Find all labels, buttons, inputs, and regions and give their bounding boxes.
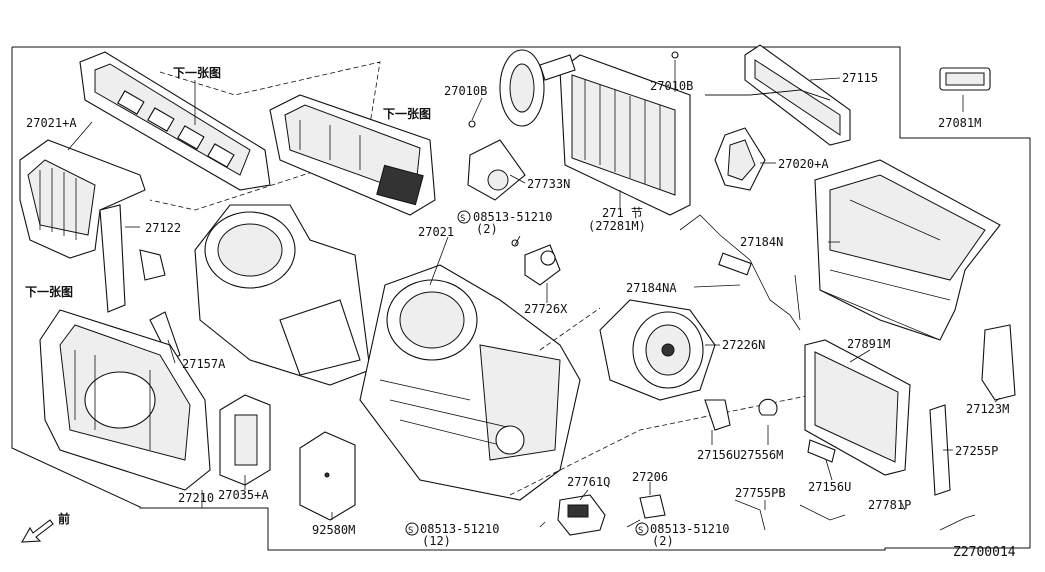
label-27156u-2: 27156U bbox=[808, 480, 851, 494]
label-27081m: 27081M bbox=[938, 116, 981, 130]
label-27755pb: 27755PB bbox=[735, 486, 786, 500]
label-27010b-2: 27010B bbox=[650, 79, 693, 93]
heater-core-271-part bbox=[559, 54, 691, 216]
label-27733n: 27733N bbox=[527, 177, 570, 191]
upper-case-part bbox=[269, 94, 436, 216]
label-27122: 27122 bbox=[145, 221, 181, 235]
dashed-line-main2 bbox=[539, 307, 601, 351]
dashed-group-box bbox=[149, 61, 381, 211]
label-27010b-1: 27010B bbox=[444, 84, 487, 98]
label-27035a: 27035+A bbox=[218, 488, 269, 502]
pad-92580m-part bbox=[299, 431, 356, 521]
resistor-27761q-part bbox=[557, 494, 606, 536]
evaporator-27115-part bbox=[705, 44, 851, 146]
label-27281m: (27281M) bbox=[588, 219, 646, 233]
label-screw-c: 08513-51210 bbox=[650, 522, 729, 536]
plate-27122-part bbox=[99, 204, 166, 313]
bracket-27123m-part bbox=[981, 324, 1016, 401]
label-27123m: 27123M bbox=[966, 402, 1009, 416]
label-27021a: 27021+A bbox=[26, 116, 77, 130]
label-screw-b: 08513-51210 bbox=[420, 522, 499, 536]
main-case-27021-part bbox=[359, 264, 581, 501]
label-screw-qty-a: (2) bbox=[476, 222, 498, 236]
dashed-line-main bbox=[509, 384, 861, 496]
label-screw-qty-c: (2) bbox=[652, 534, 674, 548]
clip-27556m-part bbox=[758, 398, 778, 416]
label-27726x: 27726X bbox=[524, 302, 568, 316]
cable-27781p-part bbox=[939, 514, 976, 531]
label-27115: 27115 bbox=[842, 71, 878, 85]
label-27206: 27206 bbox=[632, 470, 668, 484]
left-blower-case-part bbox=[194, 204, 371, 386]
label-screw-qty-b: (12) bbox=[422, 534, 451, 548]
foam-27035a-part bbox=[219, 394, 271, 486]
leader-lines bbox=[67, 60, 1001, 528]
label-27020a: 27020+A bbox=[778, 157, 829, 171]
filter-housing-27184n-part bbox=[814, 159, 1001, 341]
sensor-27726x-part bbox=[511, 239, 561, 286]
label-27156u-1: 27156U bbox=[697, 448, 740, 462]
label-next-view-2: 下一张图 bbox=[383, 106, 431, 121]
clip-27156u-part bbox=[704, 399, 731, 431]
frame-border bbox=[11, 46, 1031, 551]
label-next-view-1: 下一张图 bbox=[173, 65, 221, 80]
diagram-id: Z2700014 bbox=[953, 545, 1016, 560]
screw-s-mark-c: S bbox=[638, 526, 643, 536]
label-screw-a: 08513-51210 bbox=[473, 210, 552, 224]
label-27184na: 27184NA bbox=[626, 281, 677, 295]
label-27184n: 27184N bbox=[740, 235, 783, 249]
clip-27156u-2-part bbox=[807, 439, 836, 463]
blower-motor-27226n-part bbox=[599, 299, 716, 401]
label-next-view-3: 下一张图 bbox=[25, 284, 73, 299]
label-27556m: 27556M bbox=[740, 448, 783, 462]
blade-27020a-part bbox=[714, 127, 766, 191]
label-27210: 27210 bbox=[178, 491, 214, 505]
label-271: 271 节 bbox=[602, 206, 643, 220]
label-front: 前 bbox=[58, 511, 70, 526]
label-27255p: 27255P bbox=[955, 444, 998, 458]
filter-27891m-part bbox=[804, 339, 911, 476]
screw-callout-a: S 08513-51210 (2) bbox=[457, 210, 552, 236]
strip-27255p-part bbox=[929, 404, 951, 496]
tag-27081m-part bbox=[939, 67, 991, 91]
screw-callout-b: S 08513-51210 (12) bbox=[405, 522, 499, 548]
label-92580m: 92580M bbox=[312, 523, 355, 537]
intake-duct-part bbox=[19, 139, 146, 259]
wire-27755pb-part bbox=[734, 499, 846, 531]
screw-callout-c: S 08513-51210 (2) bbox=[635, 522, 729, 548]
label-27891m: 27891M bbox=[847, 337, 890, 351]
label-27226n: 27226N bbox=[722, 338, 765, 352]
screw-s-mark-b: S bbox=[408, 526, 413, 536]
lower-unit-27210-part bbox=[39, 309, 211, 491]
wire-27184na-part bbox=[679, 214, 801, 331]
front-arrow-icon bbox=[21, 519, 54, 543]
actuator-27733n-part bbox=[467, 120, 526, 201]
screw-s-mark-a: S bbox=[460, 214, 465, 224]
label-27781p: 27781P bbox=[868, 498, 911, 512]
label-27761q: 27761Q bbox=[567, 475, 610, 489]
label-27157a: 27157A bbox=[182, 357, 226, 371]
label-27021: 27021 bbox=[418, 225, 454, 239]
bracket-27206-part bbox=[639, 494, 666, 519]
wire-connector-part bbox=[718, 252, 752, 276]
upper-duct-part bbox=[79, 51, 271, 191]
gasket-27010b-part bbox=[499, 49, 679, 127]
